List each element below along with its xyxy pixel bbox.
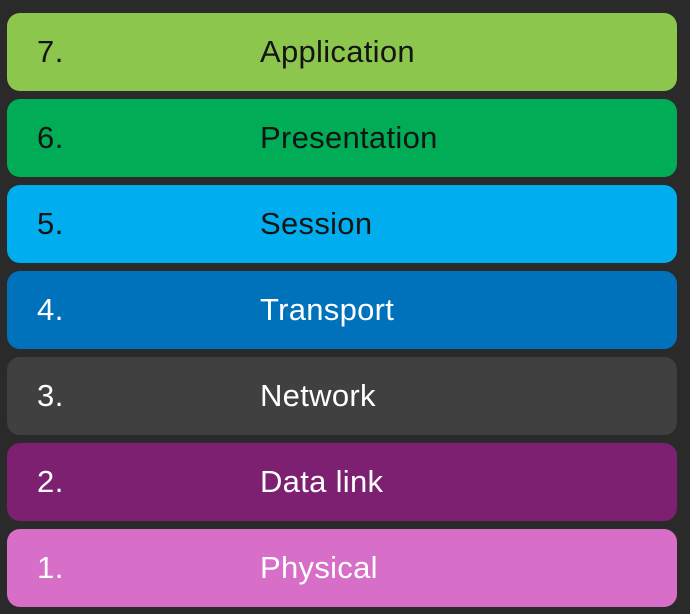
layer-number: 3. (37, 378, 64, 413)
layer-label: Data link (260, 464, 384, 499)
layer-number: 7. (37, 34, 64, 69)
layer-number: 2. (37, 464, 64, 499)
layer-label: Transport (260, 292, 395, 327)
layer-label: Presentation (260, 120, 438, 155)
layer-label: Application (260, 34, 415, 69)
osi-layer-stack: 7. Application 6. Presentation 5. Sessio… (7, 13, 677, 607)
layer-row-transport: 4. Transport (7, 271, 677, 349)
layer-label: Network (260, 378, 376, 413)
layer-row-physical: 1. Physical (7, 529, 677, 607)
layer-row-session: 5. Session (7, 185, 677, 263)
layer-row-presentation: 6. Presentation (7, 99, 677, 177)
layer-row-data-link: 2. Data link (7, 443, 677, 521)
layer-label: Physical (260, 550, 378, 585)
layer-row-application: 7. Application (7, 13, 677, 91)
layer-row-network: 3. Network (7, 357, 677, 435)
layer-number: 6. (37, 120, 64, 155)
layer-number: 4. (37, 292, 64, 327)
layer-number: 5. (37, 206, 64, 241)
layer-number: 1. (37, 550, 64, 585)
layer-label: Session (260, 206, 373, 241)
